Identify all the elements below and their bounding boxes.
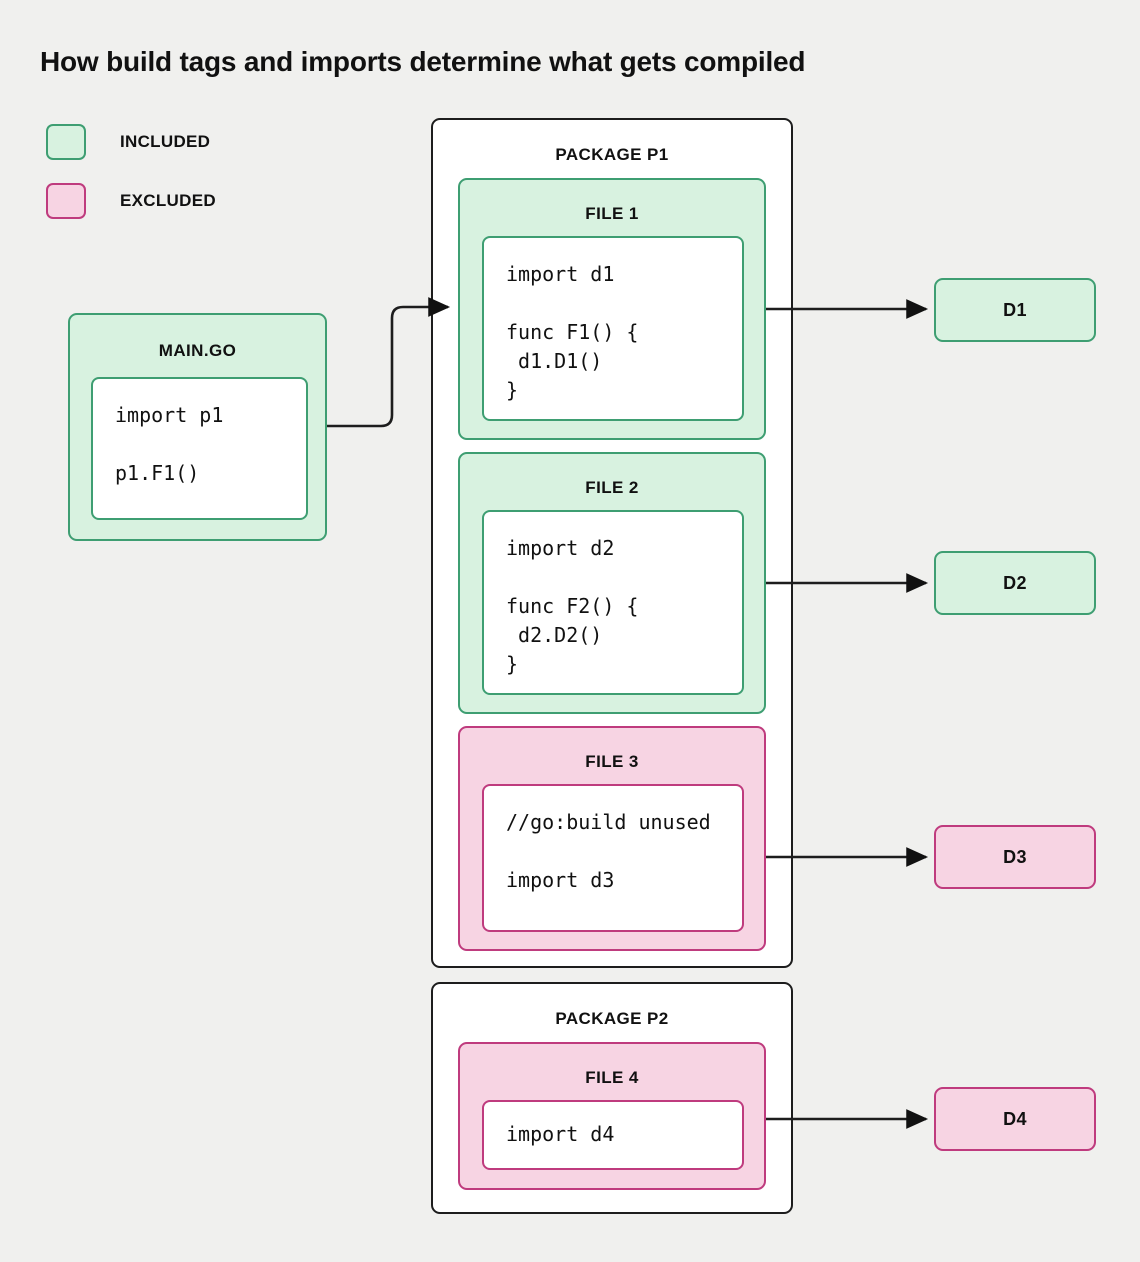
legend-swatch-excluded xyxy=(46,183,86,219)
file-3-code-box: //go:build unused import d3 xyxy=(482,784,744,932)
file-3-title: FILE 3 xyxy=(585,752,639,771)
dependency-d4-box: D4 xyxy=(934,1087,1096,1151)
file-2-code-box: import d2 func F2() { d2.D2() } xyxy=(482,510,744,695)
main-go-code-box: import p1 p1.F1() xyxy=(91,377,308,520)
package-p1-title: PACKAGE P1 xyxy=(555,145,669,164)
file-2-code: import d2 func F2() { d2.D2() } xyxy=(506,536,639,676)
file-4-code-box: import d4 xyxy=(482,1100,744,1170)
legend-label-included: INCLUDED xyxy=(120,132,211,151)
dependency-d1-box: D1 xyxy=(934,278,1096,342)
file-1-code-box: import d1 func F1() { d1.D1() } xyxy=(482,236,744,421)
page-title: How build tags and imports determine wha… xyxy=(40,46,806,77)
legend-item-excluded: EXCLUDED xyxy=(46,183,216,219)
file-3-box: FILE 3 //go:build unused import d3 xyxy=(458,726,766,951)
dependency-d2-box: D2 xyxy=(934,551,1096,615)
file-2-title: FILE 2 xyxy=(585,478,639,497)
file-2-box: FILE 2 import d2 func F2() { d2.D2() } xyxy=(458,452,766,714)
legend-item-included: INCLUDED xyxy=(46,124,210,160)
file-4-box: FILE 4 import d4 xyxy=(458,1042,766,1190)
file-4-code: import d4 xyxy=(506,1122,615,1146)
main-go-title: MAIN.GO xyxy=(158,341,237,360)
package-p2-title: PACKAGE P2 xyxy=(555,1009,669,1028)
file-1-title: FILE 1 xyxy=(585,204,639,223)
file-1-box: FILE 1 import d1 func F1() { d1.D1() } xyxy=(458,178,766,440)
arrow-main-to-file1 xyxy=(327,297,451,428)
main-go-box: MAIN.GO import p1 p1.F1() xyxy=(68,313,327,541)
file-3-code: //go:build unused import d3 xyxy=(506,810,711,892)
legend-swatch-included xyxy=(46,124,86,160)
dependency-d3-box: D3 xyxy=(934,825,1096,889)
legend-label-excluded: EXCLUDED xyxy=(120,191,216,210)
file-4-title: FILE 4 xyxy=(585,1068,639,1087)
main-go-code: import p1 p1.F1() xyxy=(115,403,224,485)
file-1-code: import d1 func F1() { d1.D1() } xyxy=(506,262,639,402)
